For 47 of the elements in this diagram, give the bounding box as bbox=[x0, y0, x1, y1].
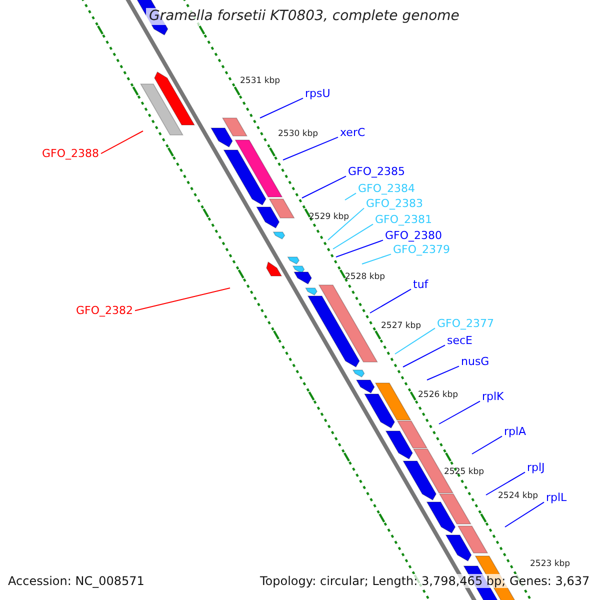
gene-label: rplK bbox=[482, 390, 504, 404]
scale-label: 2530 kbp bbox=[278, 129, 318, 140]
gene-label: rplJ bbox=[527, 461, 545, 474]
leader-line bbox=[472, 436, 502, 454]
leader-line bbox=[328, 208, 364, 240]
gene-label: secE bbox=[447, 334, 472, 348]
leader-line bbox=[100, 130, 144, 154]
gene-label: GFO_2383 bbox=[366, 197, 424, 210]
gene-label: GFO_2380 bbox=[385, 229, 442, 242]
leader-line bbox=[402, 344, 446, 368]
gene-label: GFO_2377 bbox=[437, 317, 494, 330]
scale-label: 2526 kbp bbox=[418, 390, 458, 400]
leader-line bbox=[260, 98, 304, 118]
gene-label: GFO_2379 bbox=[393, 243, 450, 256]
scale-label: 2531 kbp bbox=[240, 76, 280, 86]
leader-line bbox=[426, 366, 460, 380]
gene-label: rplA bbox=[504, 425, 526, 438]
genome-info-text: Topology: circular; Length: 3,798,465 bp; Genes: 3,637 bbox=[258, 574, 592, 588]
leader-line bbox=[336, 240, 384, 258]
scale-label: 2525 kbp bbox=[444, 467, 484, 478]
leader-line bbox=[394, 328, 436, 354]
gene-label: nusG bbox=[461, 355, 490, 368]
scale-label: 2527 kbp bbox=[381, 321, 422, 332]
leader-line bbox=[370, 288, 412, 314]
leader-line bbox=[332, 224, 374, 250]
accession-text: Accession: NC_008571 bbox=[6, 574, 146, 588]
leader-line bbox=[438, 400, 480, 424]
gene-label: GFO_2384 bbox=[358, 182, 416, 196]
leader-line bbox=[362, 254, 392, 264]
gene-label: GFO_2381 bbox=[375, 213, 432, 226]
leader-line bbox=[486, 472, 526, 496]
gene-label: xerC bbox=[340, 126, 366, 140]
leader-line bbox=[282, 136, 338, 160]
gene-label: tuf bbox=[413, 278, 428, 292]
scale-label: 2524 kbp bbox=[498, 491, 538, 502]
scale-label: 2529 kbp bbox=[309, 212, 350, 222]
gene-label: rplL bbox=[546, 491, 567, 504]
scale-label: 2528 kbp bbox=[345, 272, 386, 282]
gene-label: GFO_2388 bbox=[42, 147, 100, 160]
gene-label: GFO_2385 bbox=[348, 165, 406, 178]
leader-line bbox=[134, 288, 230, 312]
scale-label: 2523 kbp bbox=[530, 559, 570, 570]
gene-label: GFO_2382 bbox=[76, 304, 134, 318]
leader-line bbox=[302, 176, 346, 198]
gene-label: rpsU bbox=[305, 87, 330, 100]
leader-line bbox=[504, 502, 544, 528]
leader-line bbox=[344, 192, 356, 200]
